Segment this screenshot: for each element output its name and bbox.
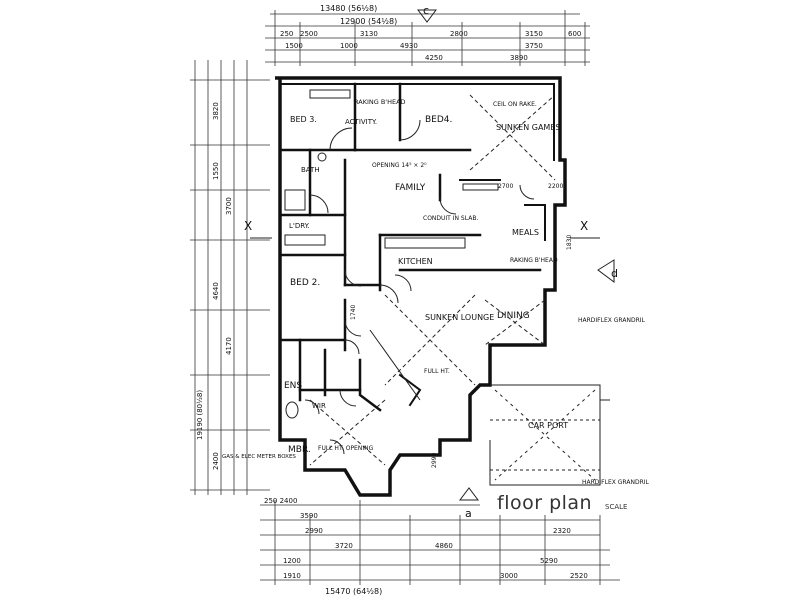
label-raking-bhead-2: RAKING B'HEAD: [510, 257, 558, 264]
room-mbr: MBR.: [288, 445, 311, 455]
room-family: FAMILY: [395, 183, 426, 193]
bottom-dim-d6: 2320: [553, 527, 571, 535]
svg-text:X: X: [580, 219, 588, 233]
top-dim-d1: 250: [280, 30, 293, 38]
room-ldry: L'DRY.: [289, 222, 310, 230]
label-full-ht: FULL HT.: [424, 368, 450, 375]
carport-outline: [489, 384, 610, 486]
room-lounge: SUNKEN LOUNGE: [425, 313, 494, 322]
bottom-dim-d7: 1200: [283, 557, 301, 565]
left-dim-d1: 3820: [212, 102, 220, 120]
top-overall-dim: 13480 (56½8): [320, 4, 377, 13]
label-raking-bhead: RAKING B'HEAD: [354, 98, 406, 106]
room-activity: ACTIVITY.: [345, 118, 377, 126]
top-dim-d10: 3750: [525, 42, 543, 50]
bottom-dim-d5: 4860: [435, 542, 453, 550]
misc-dim-m2: 2700: [498, 183, 513, 190]
door-swings: [304, 119, 535, 455]
left-dimension-lines: [190, 60, 270, 495]
top-dim-d8: 1000: [340, 42, 358, 50]
bottom-dim-d11: 1910: [283, 572, 301, 580]
top-dim-d6: 600: [568, 30, 581, 38]
left-dim-d2: 1550: [212, 162, 220, 180]
top-dim-d4: 2800: [450, 30, 468, 38]
top-dim-d9: 4930: [400, 42, 418, 50]
top-dim-d2: 2500: [300, 30, 318, 38]
interior-walls: [278, 82, 546, 412]
left-dim-d4: 4640: [212, 282, 220, 300]
bottom-dim-d1: 250 2400: [264, 497, 297, 505]
room-carport: CAR PORT: [528, 421, 568, 430]
room-meals: MEALS: [512, 228, 539, 237]
top-row2-dim: 12900 (54½8): [340, 17, 397, 26]
label-conduit: CONDUIT IN SLAB.: [423, 215, 478, 222]
room-dining: DINING: [497, 311, 530, 321]
rake-lines: [309, 94, 596, 481]
room-ens: ENS: [284, 381, 302, 391]
top-dim-d7: 1500: [285, 42, 303, 50]
fixtures: [284, 89, 499, 419]
top-dim-d12: 3890: [510, 54, 528, 62]
bottom-dim-d2: 3590: [300, 512, 318, 520]
svg-text:X: X: [244, 219, 252, 233]
misc-dim-m5: 2200: [548, 183, 563, 190]
left-overall-dim: 19190 (80½8): [196, 390, 204, 440]
top-dimension-lines: [265, 10, 590, 66]
section-marker-d: d: [597, 259, 618, 283]
svg-text:c: c: [423, 4, 429, 17]
label-hardiflex-bottom: HARDIFLEX GRANDRIL: [582, 479, 650, 486]
bottom-dimension-lines: [260, 500, 620, 585]
room-wir: WIR: [312, 402, 326, 410]
misc-dim-m3: 1830: [566, 235, 573, 250]
bottom-dim-d4: 3720: [335, 542, 353, 550]
room-kitchen: KITCHEN: [398, 257, 433, 266]
room-bed3: BED 3.: [290, 115, 317, 124]
section-marker-a: a: [459, 487, 479, 520]
top-dim-d3: 3130: [360, 30, 378, 38]
room-bed2: BED 2.: [290, 278, 320, 288]
room-bed4: BED4.: [425, 115, 452, 125]
label-ceil-rake: CEIL ON RAKE.: [493, 101, 537, 108]
label-hardiflex-top: HARDIFLEX GRANDRIL: [578, 317, 646, 324]
section-marker-x-right: X: [570, 219, 600, 239]
left-dim-d3: 3700: [225, 197, 233, 215]
section-marker-x-left: X: [244, 219, 272, 239]
page-title: floor plan: [497, 492, 593, 514]
misc-dim-m4: 1740: [350, 305, 357, 320]
scale-label: SCALE: [605, 503, 628, 511]
bottom-overall-dim: 15470 (64½8): [325, 587, 382, 596]
left-dim-d5: 4170: [225, 337, 233, 355]
left-dim-d6: 2400: [212, 452, 220, 470]
bottom-dim-d8: 5290: [540, 557, 558, 565]
svg-text:d: d: [611, 267, 618, 280]
misc-dim-m1: 2990: [431, 453, 438, 468]
label-opening: OPENING 14⁵ × 2⁰: [372, 162, 427, 169]
bottom-dim-d9: 3000: [500, 572, 518, 580]
room-bath: BATH: [301, 166, 320, 174]
top-dim-d11: 4250: [425, 54, 443, 62]
svg-text:a: a: [465, 507, 472, 520]
section-marker-c: c: [417, 4, 437, 23]
top-dim-d5: 3150: [525, 30, 543, 38]
room-games: SUNKEN GAMES: [496, 123, 560, 132]
exterior-walls: [275, 76, 567, 497]
bottom-dim-d3: 2990: [305, 527, 323, 535]
label-full-ht-opening: FULL HT. OPENING: [318, 445, 374, 452]
bottom-dim-d10: 2520: [570, 572, 588, 580]
label-meter-boxes: GAS & ELEC METER BOXES: [222, 454, 296, 460]
